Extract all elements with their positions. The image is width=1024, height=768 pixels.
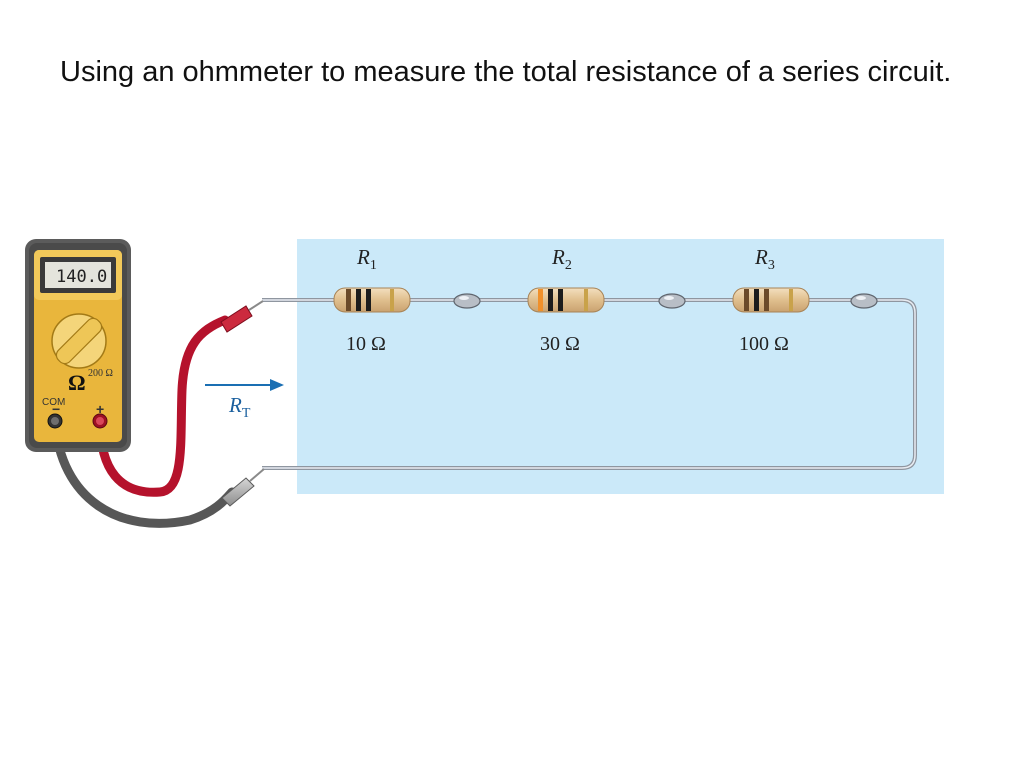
resistor-name-r1: R1 [356,245,377,273]
resistor-value-r3: 100 Ω [739,333,789,355]
resistor-r1 [333,287,411,313]
meter-reading: 140.0 [56,267,107,287]
meter-display [45,262,111,288]
circuit-wire-highlight [262,299,916,469]
caption: Using an ohmmeter to measure the total r… [60,56,952,88]
ohm-symbol: Ω [68,370,86,395]
range-label: 200 Ω [88,368,113,379]
red-lead-cable [95,315,230,497]
red-probe [220,300,264,333]
resistor-r2 [527,287,605,313]
black-lead-cable [50,415,237,528]
resistor-r3 [732,287,810,313]
com-label: COM [42,397,65,408]
meter-dial-knob [55,317,103,365]
plus-symbol: + [96,401,104,417]
solder-joint-1 [453,293,481,309]
resistor-value-r2: 30 Ω [540,333,580,355]
resistor-value-r1: 10 Ω [346,333,386,355]
solder-joint-3 [850,293,878,309]
solder-joint-2 [658,293,686,309]
resistor-name-r2: R2 [551,245,572,273]
total-resistance-label: RT [228,393,251,421]
minus-symbol: − [52,401,60,417]
circuit-panel [297,239,944,494]
total-resistance-arrow [205,379,284,391]
black-probe [221,468,265,507]
ohmmeter: 140.0 Ω 200 Ω COM − + [25,239,131,452]
resistor-name-r3: R3 [754,245,775,273]
